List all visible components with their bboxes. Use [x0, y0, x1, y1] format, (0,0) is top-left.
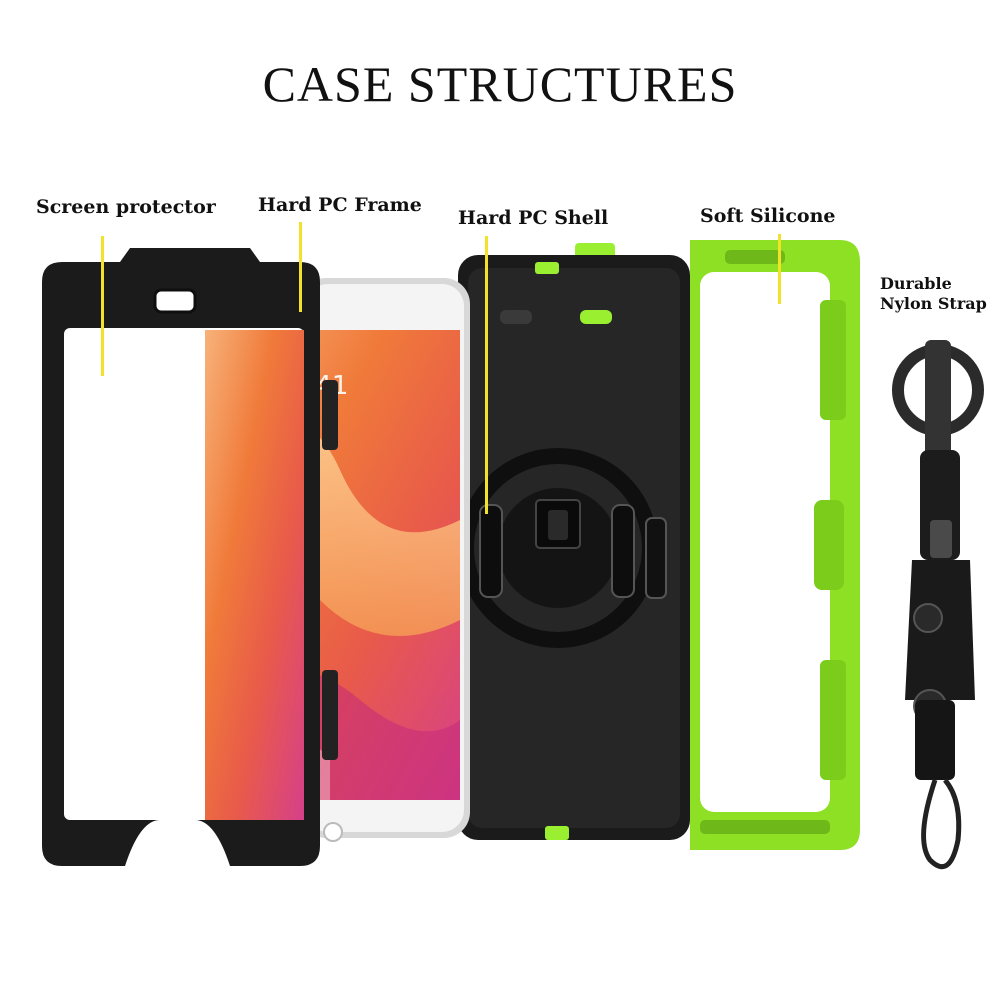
label-hard-pc-shell: Hard PC Shell	[458, 207, 609, 229]
nylon-strap	[892, 340, 984, 870]
leader-line-hard-pc-shell	[485, 236, 488, 514]
label-hard-pc-frame: Hard PC Frame	[258, 194, 422, 216]
leader-line-hard-pc-frame	[299, 222, 302, 312]
label-strap-line2: Nylon Strap	[880, 294, 987, 313]
leader-line-screen-protector	[101, 236, 104, 376]
screen-protector-layer	[42, 248, 338, 866]
label-screen-protector: Screen protector	[36, 196, 216, 218]
hard-pc-shell-layer	[458, 255, 690, 840]
leader-line-soft-silicone	[778, 234, 781, 304]
label-soft-silicone: Soft Silicone	[700, 205, 836, 227]
soft-silicone-layer	[560, 240, 860, 850]
label-strap-line1: Durable	[880, 274, 952, 293]
page-title: CASE STRUCTURES	[262, 56, 738, 112]
